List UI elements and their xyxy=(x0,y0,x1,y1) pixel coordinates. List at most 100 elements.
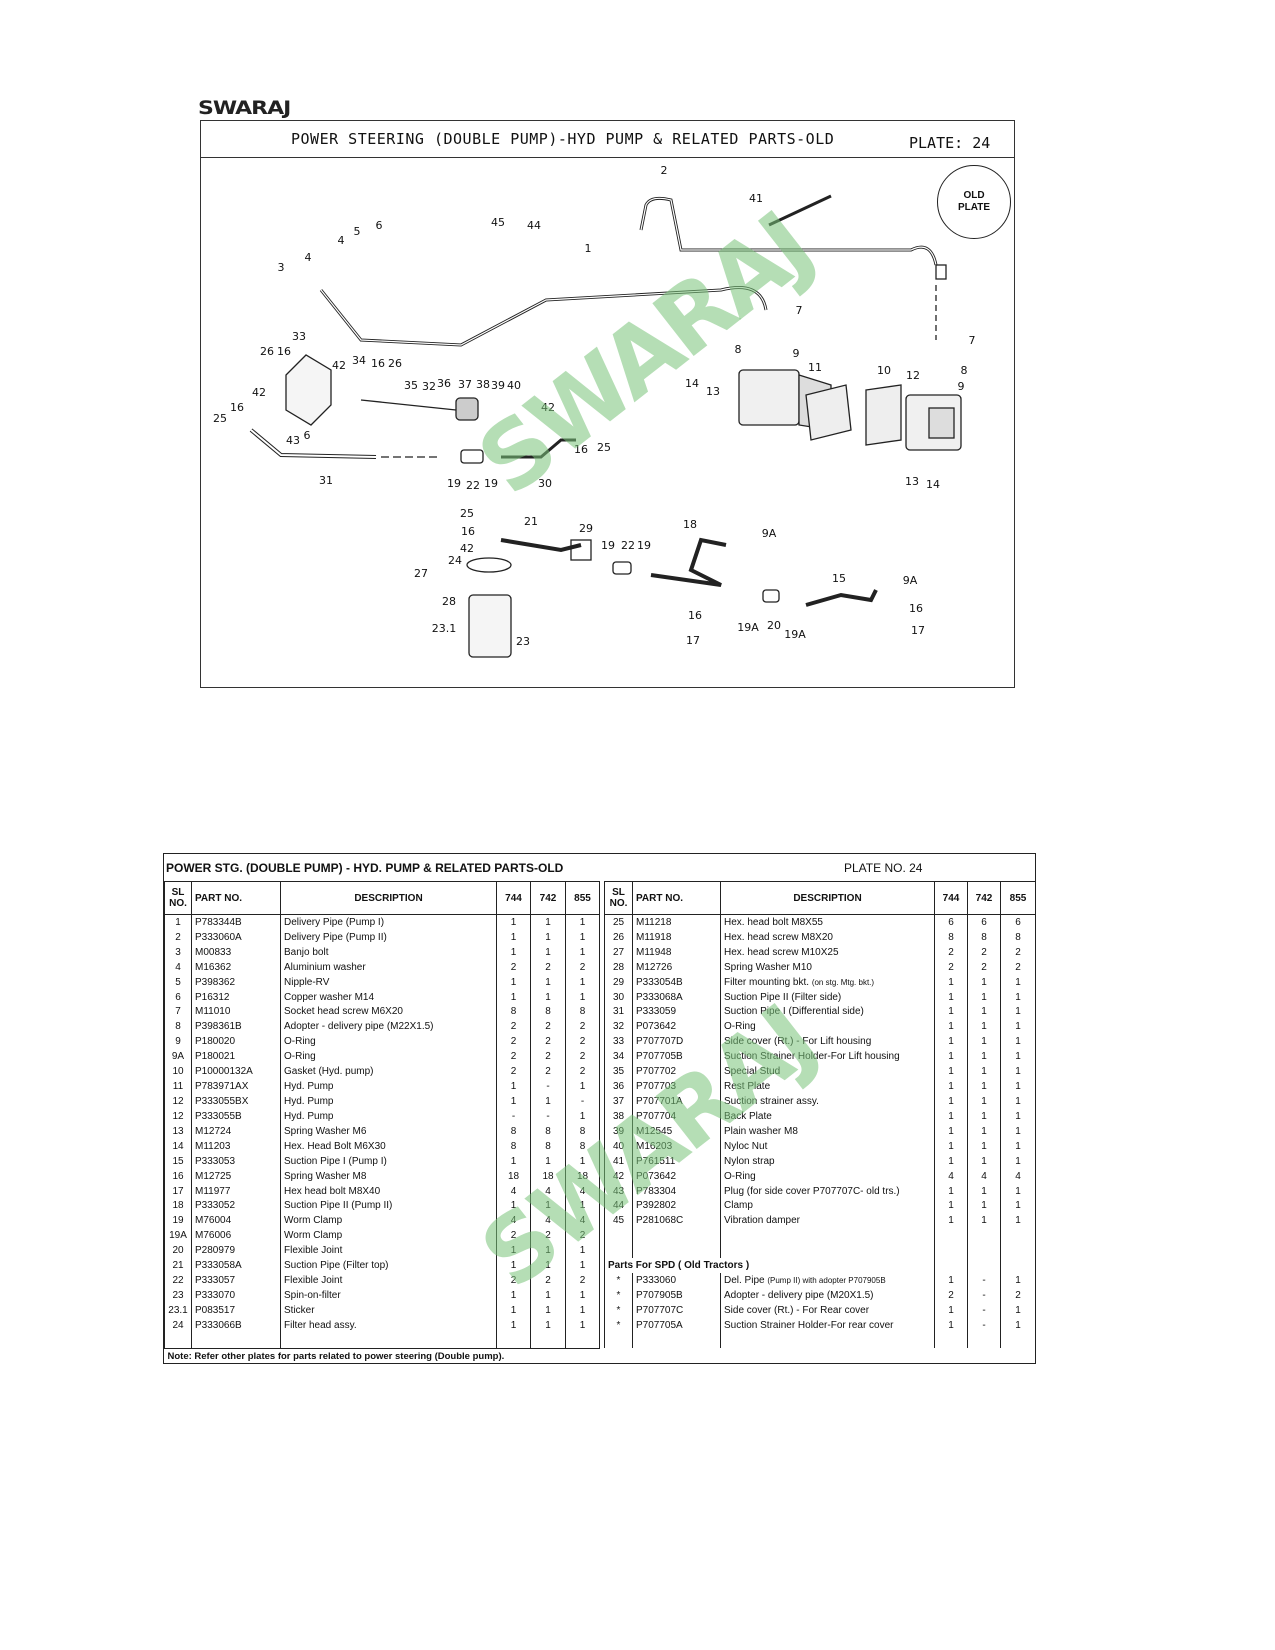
description-text: Spring Washer M10 xyxy=(724,961,812,973)
description-text: Filter mounting bkt. xyxy=(724,976,812,988)
qty-742: 1 xyxy=(530,974,566,990)
sl-no: 34 xyxy=(604,1049,633,1065)
callout-14: 14 xyxy=(926,478,940,491)
badge-line-1: OLD xyxy=(963,190,985,201)
part-no: P398362 xyxy=(191,974,281,990)
empty-cell xyxy=(720,1228,935,1244)
callout-27: 27 xyxy=(414,567,428,580)
qty-742: 1 xyxy=(530,1153,566,1169)
description: Spring Washer M6 xyxy=(280,1123,497,1139)
qty-742: 1 xyxy=(967,1108,1001,1124)
qty-742: 1 xyxy=(530,1317,566,1333)
callout-16: 16 xyxy=(688,609,702,622)
part-no: P333060 xyxy=(632,1273,721,1289)
sl-no: 12 xyxy=(164,1094,192,1109)
part-no: P707702 xyxy=(632,1064,721,1080)
qty-742: 1 xyxy=(530,1302,566,1318)
qty-742: 2 xyxy=(530,1273,566,1289)
qty-855: 1 xyxy=(1000,1153,1036,1169)
table-plate-number: PLATE NO. 24 xyxy=(844,861,923,875)
description-text: Suction Strainer Holder-For Lift housing xyxy=(724,1051,900,1063)
description: Delivery Pipe (Pump I) xyxy=(280,914,497,930)
qty-744: 1 xyxy=(934,1019,968,1035)
qty-742: 1 xyxy=(530,944,566,960)
part-no: P707905B xyxy=(632,1288,721,1303)
sl-no: 7 xyxy=(164,1004,192,1020)
description: Copper washer M14 xyxy=(280,989,497,1005)
description-text: Nylon strap xyxy=(724,1155,775,1167)
nut-shape xyxy=(935,264,947,280)
description-text: Side cover (Rt.) - For Rear cover xyxy=(724,1304,870,1316)
qty-744: 1 xyxy=(934,1108,968,1124)
part-no: M16362 xyxy=(191,959,281,975)
part-no: P180020 xyxy=(191,1034,281,1050)
description-text: Hex. head screw M10X25 xyxy=(724,946,839,958)
qty-744: 1 xyxy=(934,1273,968,1289)
filter-bracket xyxy=(570,539,592,561)
part-no: P707707C xyxy=(632,1302,721,1318)
part-no: P333054B xyxy=(632,974,721,990)
sl-no: 15 xyxy=(164,1153,192,1169)
empty-cell xyxy=(1000,1243,1036,1259)
description-note: (on stg. Mtg. bkt.) xyxy=(811,977,875,987)
part-no: P707705B xyxy=(632,1049,721,1065)
callout-42: 42 xyxy=(541,401,555,414)
qty-744: 1 xyxy=(496,989,531,1005)
callout-35: 35 xyxy=(404,379,418,392)
callout-6: 6 xyxy=(304,429,311,442)
qty-742: 2 xyxy=(967,959,1001,975)
header-744: 744 xyxy=(496,881,531,915)
callout-11: 11 xyxy=(808,361,822,374)
qty-744: 1 xyxy=(934,1317,968,1333)
table-row xyxy=(604,1332,1036,1348)
qty-744: 1 xyxy=(934,1183,968,1199)
sl-no: 9 xyxy=(164,1034,192,1050)
qty-742: 1 xyxy=(967,1004,1001,1020)
description-text: Hyd. Pump xyxy=(284,1081,334,1093)
part-no: M76004 xyxy=(191,1213,281,1229)
part-no: P083517 xyxy=(191,1302,281,1318)
empty-cell xyxy=(1000,1258,1036,1274)
qty-742: 1 xyxy=(967,1213,1001,1229)
callout-13: 13 xyxy=(706,385,720,398)
description-text: Hex. head screw M8X20 xyxy=(724,931,833,943)
description-text: Plain washer M8 xyxy=(724,1125,798,1137)
description: Filter mounting bkt. (on stg. Mtg. bkt.) xyxy=(720,974,935,990)
empty-cell xyxy=(604,1332,633,1348)
empty-cell xyxy=(164,1332,192,1349)
description-note: (Pump II) with adopter P707905B xyxy=(767,1276,886,1286)
empty-cell xyxy=(967,1228,1001,1244)
swaraj-logo: SWARAJ xyxy=(198,97,291,120)
empty-cell xyxy=(1000,1228,1036,1244)
callout-16: 16 xyxy=(371,357,385,370)
sl-no: 4 xyxy=(164,959,192,975)
table-title: POWER STG. (DOUBLE PUMP) - HYD. PUMP & R… xyxy=(166,861,564,875)
description: Hex. head bolt M8X55 xyxy=(720,914,935,930)
qty-744: 1 xyxy=(934,1004,968,1020)
sl-no: 8 xyxy=(164,1019,192,1035)
description-text: Delivery Pipe (Pump I) xyxy=(284,916,385,928)
qty-855: 8 xyxy=(565,1004,600,1020)
part-no: P333057 xyxy=(191,1273,281,1289)
callout-42: 42 xyxy=(332,359,346,372)
qty-744: 1 xyxy=(496,1258,531,1274)
part-no: P707704 xyxy=(632,1108,721,1124)
sl-no: 30 xyxy=(604,989,633,1005)
callout-45: 45 xyxy=(491,216,505,229)
sl-no: 1 xyxy=(164,914,192,930)
sl-no: 45 xyxy=(604,1213,633,1229)
spin-on-filter xyxy=(468,594,512,658)
callout-7: 7 xyxy=(796,304,803,317)
qty-855: 8 xyxy=(565,1123,600,1139)
qty-742: 1 xyxy=(530,1198,566,1214)
qty-742: 2 xyxy=(530,1034,566,1050)
qty-855: 4 xyxy=(1000,1168,1036,1184)
qty-742: - xyxy=(967,1288,1001,1303)
qty-742: 18 xyxy=(530,1168,566,1184)
description: Hex. head screw M8X20 xyxy=(720,929,935,945)
qty-742: 1 xyxy=(967,1034,1001,1050)
callout-44: 44 xyxy=(527,219,541,232)
